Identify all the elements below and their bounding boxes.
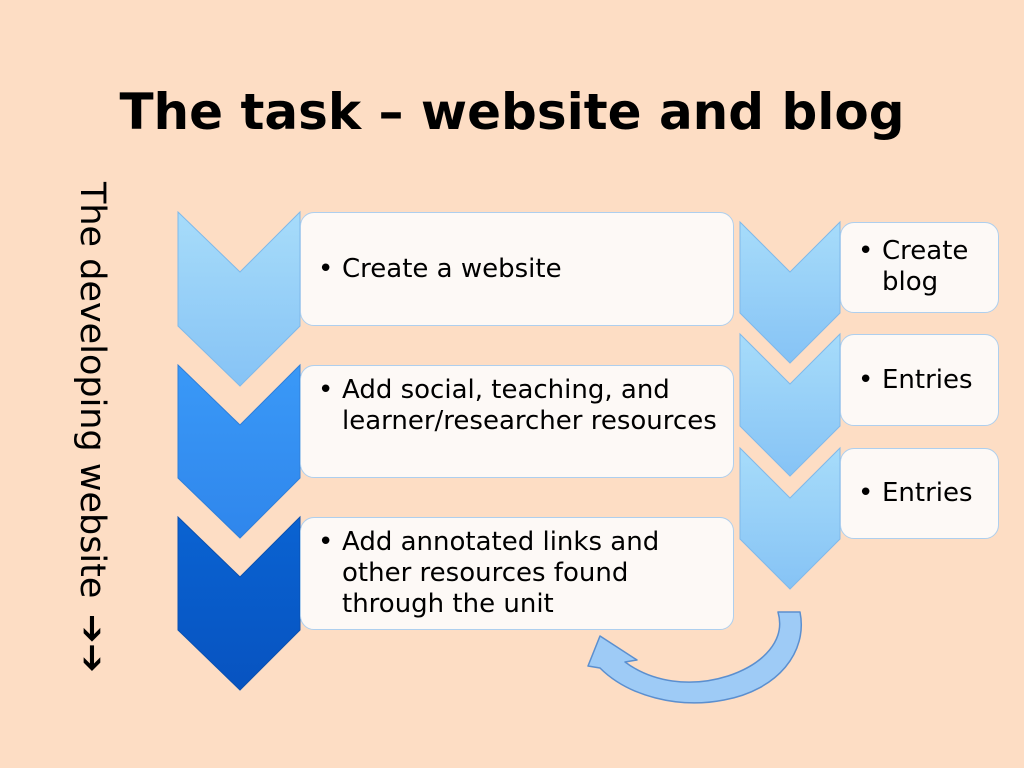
blog-step-2-bullet: Entries [856,365,994,396]
step-3-chevron [177,515,301,691]
blog-step-3-text: Entries [856,478,994,509]
slide-title: The task – website and blog [119,83,905,141]
blog-step-2-text: Entries [856,365,994,396]
cycle-arrow-icon [587,611,802,704]
step-2-chevron [177,363,301,539]
blog-step-1-chevron [739,220,841,364]
blog-step-1-text: Create blog [856,236,994,298]
step-2-bullet: Add social, teaching, and learner/resear… [316,375,726,437]
blog-step-3-bullet: Entries [856,478,994,509]
step-1-chevron [177,210,301,387]
step-3-text: Add annotated links and other resources … [316,527,726,620]
blog-step-1-bullet: Create blog [856,236,994,298]
step-1-text: Create a website [316,254,726,285]
side-label-text: The developing website [72,182,112,599]
blog-step-3-chevron [739,446,841,590]
step-1-bullet: Create a website [316,254,726,285]
side-label: The developing website ➔➔ [72,182,112,672]
step-3-bullet: Add annotated links and other resources … [316,527,726,620]
down-arrows-icon: ➔➔ [72,613,112,673]
step-2-text: Add social, teaching, and learner/resear… [316,375,726,437]
blog-step-2-chevron [739,332,841,477]
